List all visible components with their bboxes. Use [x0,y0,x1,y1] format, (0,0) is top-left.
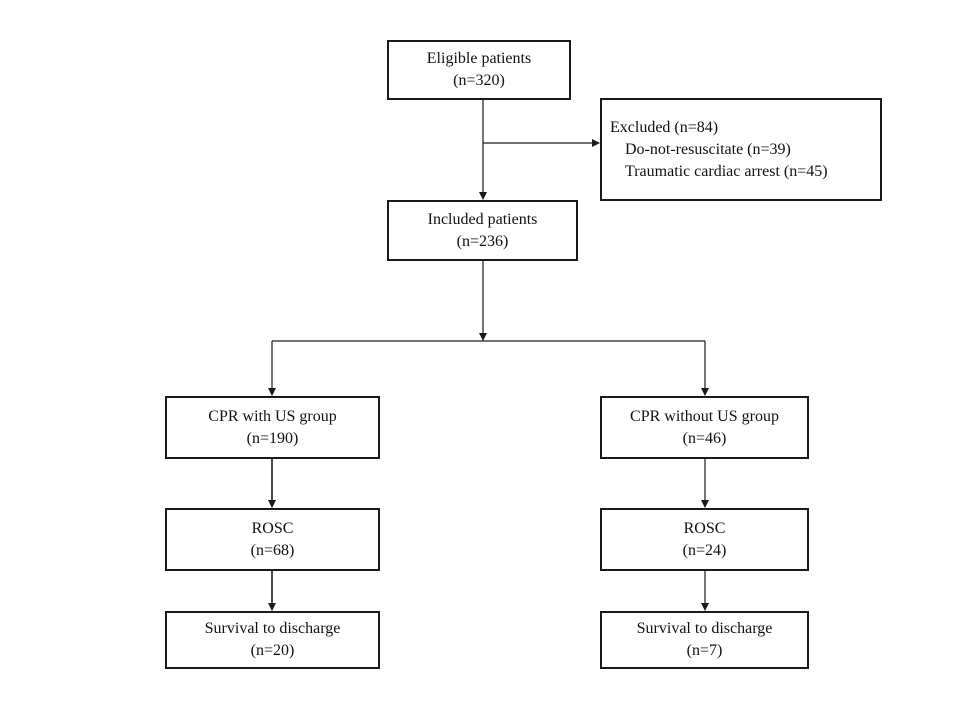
eligible-count: (n=320) [453,72,505,89]
rosc-nous-label: ROSC [683,519,726,537]
survival-no-us-box: Survival to discharge (n=7) [600,611,809,669]
rosc-no-us-box: ROSC (n=24) [600,508,809,571]
rosc-us-count: (n=68) [250,541,295,559]
survival-nous-label: Survival to discharge [636,620,773,637]
survival-us-count: (n=20) [250,642,295,659]
included-count: (n=236) [456,232,509,250]
survival-nous-count: (n=7) [686,642,723,659]
rosc-us-box: ROSC (n=68) [165,508,380,571]
no-us-group-count: (n=46) [682,429,727,447]
excluded-reason-trauma: Traumatic cardiac arrest (n=45) [625,162,828,180]
included-label: Included patients [427,210,538,228]
eligible-patients-box: Eligible patients (n=320) [387,40,571,100]
cpr-without-us-group-box: CPR without US group (n=46) [600,396,809,459]
eligible-label: Eligible patients [426,50,532,67]
rosc-nous-count: (n=24) [682,541,727,559]
included-patients-box: Included patients (n=236) [387,200,578,261]
survival-us-label: Survival to discharge [204,620,341,637]
us-group-label: CPR with US group [208,407,337,425]
excluded-label: Excluded (n=84) [610,118,719,136]
survival-us-box: Survival to discharge (n=20) [165,611,380,669]
excluded-patients-box: Excluded (n=84) Do-not-resuscitate (n=39… [600,98,882,201]
no-us-group-label: CPR without US group [630,407,779,425]
cpr-with-us-group-box: CPR with US group (n=190) [165,396,380,459]
rosc-us-label: ROSC [251,519,294,537]
us-group-count: (n=190) [246,429,299,447]
excluded-reason-dnr: Do-not-resuscitate (n=39) [625,140,791,158]
